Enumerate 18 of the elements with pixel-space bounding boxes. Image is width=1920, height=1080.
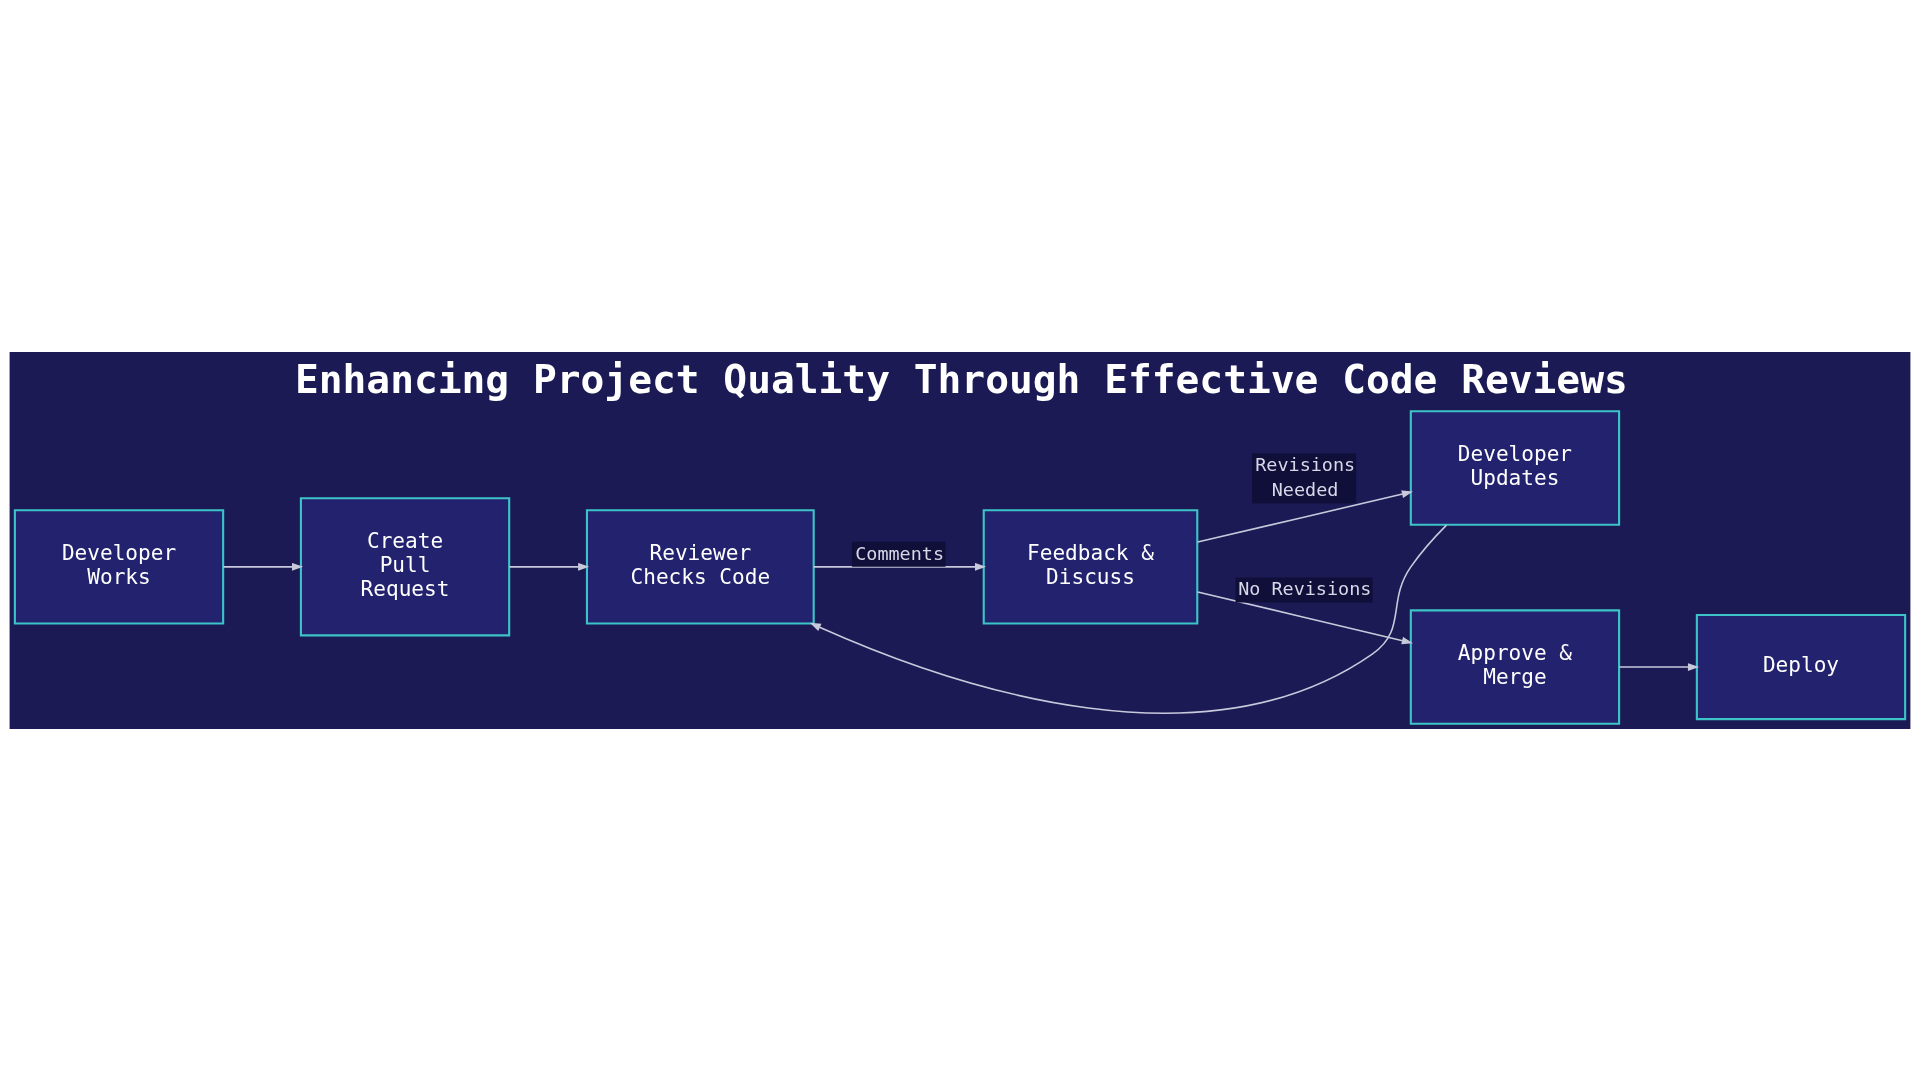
edge-label: No Revisions <box>1238 577 1372 599</box>
arrow <box>1618 662 1700 671</box>
arrow <box>1196 590 1413 644</box>
node-box: Developer Works <box>13 508 225 625</box>
arrow <box>222 562 304 571</box>
arrow <box>809 523 1448 713</box>
node-box: Create Pull Request <box>299 496 511 636</box>
edge-label: Revisions Needed <box>1255 453 1356 500</box>
node-box: Developer Updates <box>1409 409 1621 526</box>
node-box: Feedback & Discuss <box>982 508 1199 625</box>
edge-label: Comments <box>855 542 945 564</box>
arrow <box>1196 489 1413 543</box>
arrow <box>508 562 590 571</box>
node-box: Reviewer Checks Code <box>585 508 815 625</box>
arrow <box>812 562 987 571</box>
node-box: Approve & Merge <box>1409 608 1621 725</box>
diagram-title: Enhancing Project Quality Through Effective Code Reviews <box>294 355 1628 402</box>
node-box: Deploy <box>1695 613 1907 720</box>
